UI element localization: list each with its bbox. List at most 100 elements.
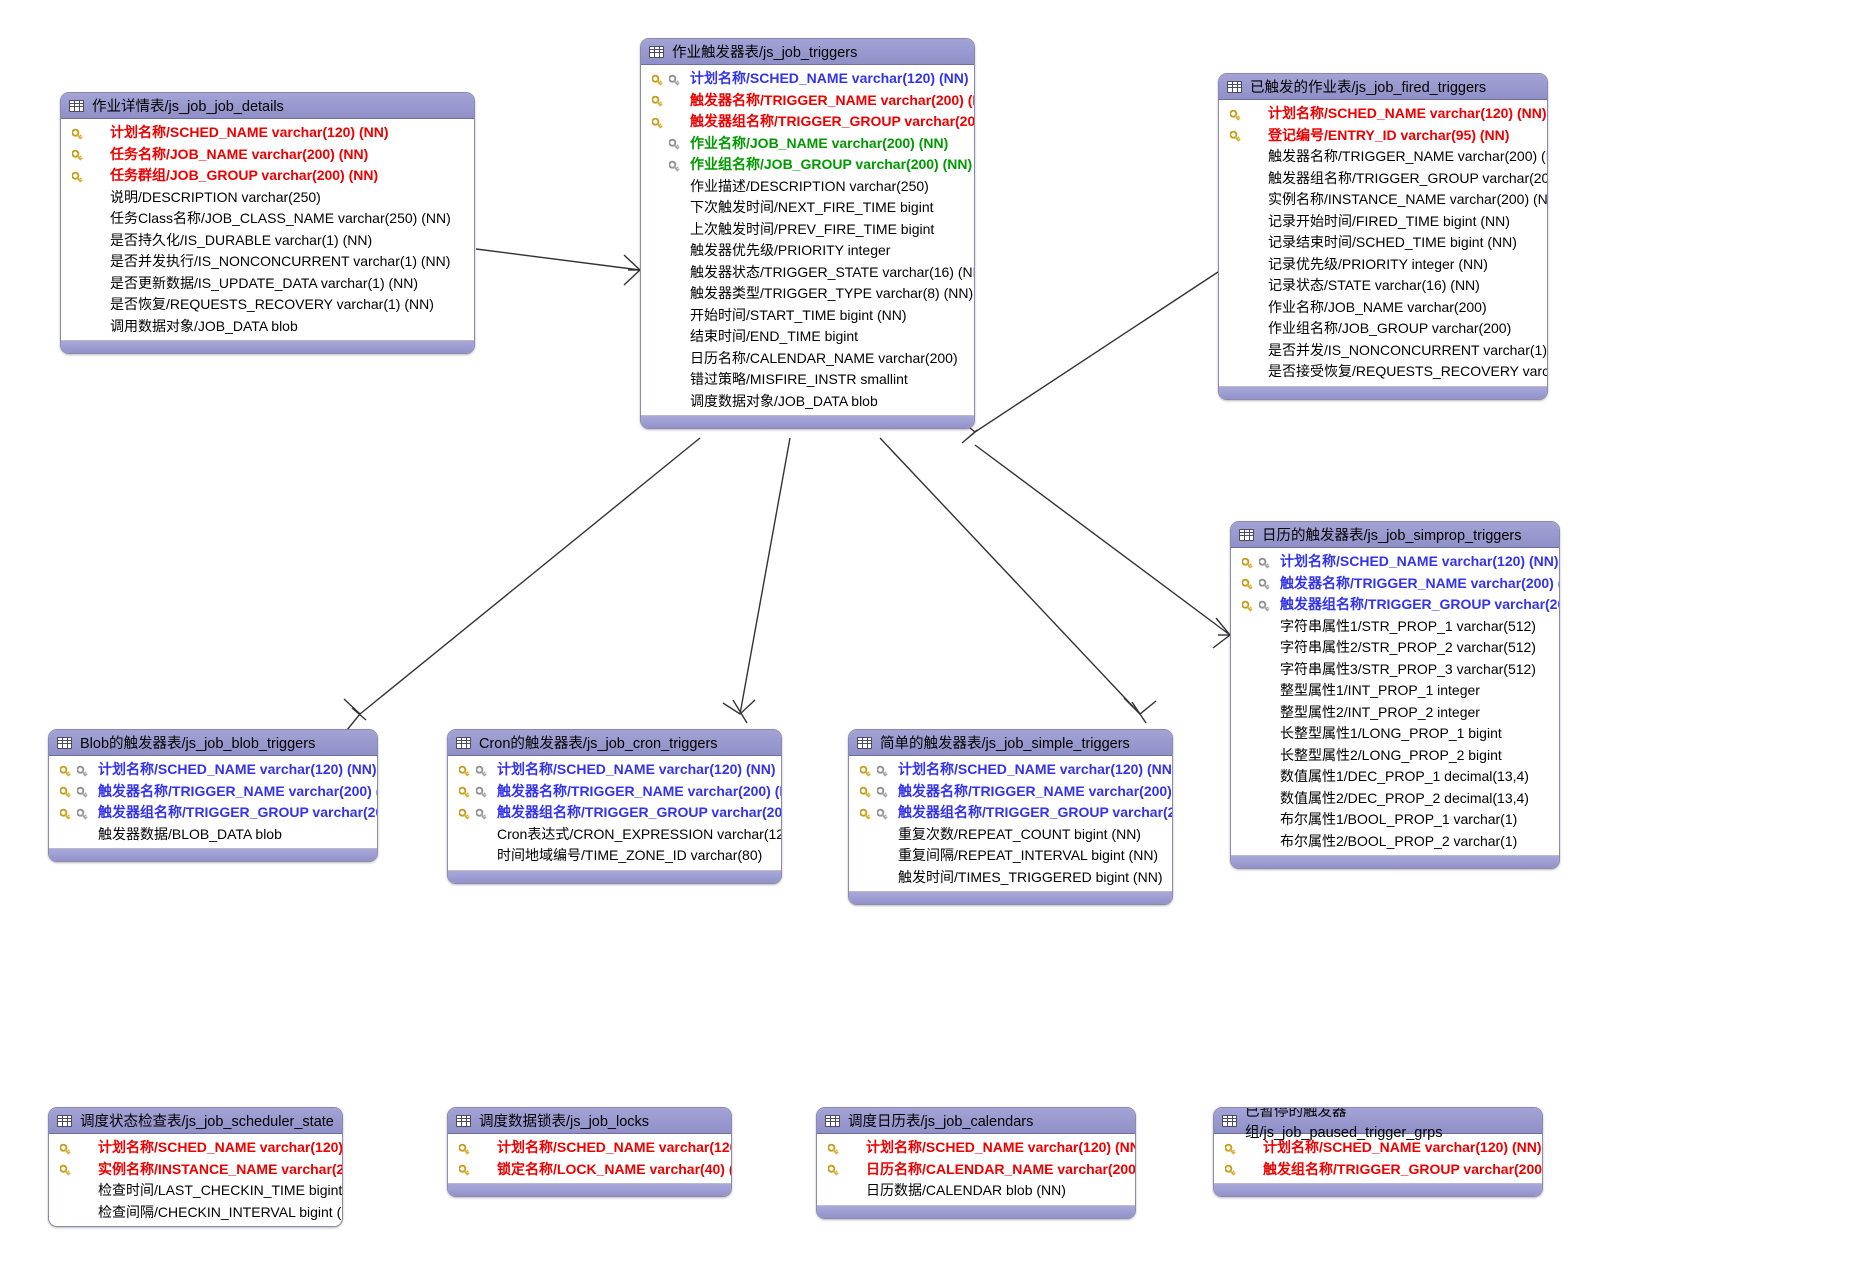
attribute-row[interactable]: 数值属性1/DEC_PROP_1 decimal(13,4)	[1231, 766, 1559, 788]
attribute-row[interactable]: 计划名称/SCHED_NAME varchar(120) (NN)	[448, 1137, 731, 1159]
attribute-row[interactable]: 触发器名称/TRIGGER_NAME varchar(200) (NN)	[448, 781, 781, 803]
attribute-row[interactable]: 长整型属性2/LONG_PROP_2 bigint	[1231, 745, 1559, 767]
attribute-row[interactable]: 作业名称/JOB_NAME varchar(200)	[1219, 297, 1547, 319]
attribute-row[interactable]: 日历名称/CALENDAR_NAME varchar(200)	[641, 348, 974, 370]
attribute-row[interactable]: 是否接受恢复/REQUESTS_RECOVERY varchar(1)	[1219, 361, 1547, 383]
attribute-row[interactable]: 检查时间/LAST_CHECKIN_TIME bigint (NN)	[49, 1180, 342, 1202]
attribute-row[interactable]: 是否并发/IS_NONCONCURRENT varchar(1)	[1219, 340, 1547, 362]
attribute-row[interactable]: 锁定名称/LOCK_NAME varchar(40) (NN)	[448, 1159, 731, 1181]
attribute-row[interactable]: 布尔属性2/BOOL_PROP_2 varchar(1)	[1231, 831, 1559, 853]
attribute-row[interactable]: 作业组名称/JOB_GROUP varchar(200) (NN)	[641, 154, 974, 176]
entity-header-job_fired_triggers[interactable]: 已触发的作业表/js_job_fired_triggers	[1219, 74, 1547, 100]
attribute-row[interactable]: 计划名称/SCHED_NAME varchar(120) (NN)	[1219, 103, 1547, 125]
attribute-row[interactable]: 整型属性1/INT_PROP_1 integer	[1231, 680, 1559, 702]
attribute-row[interactable]: 触发器组名称/TRIGGER_GROUP varchar(200) (NN)	[641, 111, 974, 133]
attribute-row[interactable]: 触发组名称/TRIGGER_GROUP varchar(200) (NN)	[1214, 1159, 1542, 1181]
attribute-row[interactable]: 作业名称/JOB_NAME varchar(200) (NN)	[641, 133, 974, 155]
attribute-row[interactable]: 日历数据/CALENDAR blob (NN)	[817, 1180, 1135, 1202]
attribute-row[interactable]: 字符串属性2/STR_PROP_2 varchar(512)	[1231, 637, 1559, 659]
attribute-row[interactable]: 计划名称/SCHED_NAME varchar(120) (NN)	[817, 1137, 1135, 1159]
attribute-row[interactable]: Cron表达式/CRON_EXPRESSION varchar(120) (NN…	[448, 824, 781, 846]
entity-job_calendars[interactable]: 调度日历表/js_job_calendars 计划名称/SCHED_NAME va…	[816, 1107, 1136, 1219]
entity-job_simprop_triggers[interactable]: 日历的触发器表/js_job_simprop_triggers 计划名称/SCHE…	[1230, 521, 1560, 869]
attribute-row[interactable]: 触发器组名称/TRIGGER_GROUP varchar(200) (NN)	[849, 802, 1172, 824]
attribute-row[interactable]: 开始时间/START_TIME bigint (NN)	[641, 305, 974, 327]
attribute-row[interactable]: 布尔属性1/BOOL_PROP_1 varchar(1)	[1231, 809, 1559, 831]
attribute-row[interactable]: 是否并发执行/IS_NONCONCURRENT varchar(1) (NN)	[61, 251, 474, 273]
attribute-row[interactable]: 记录结束时间/SCHED_TIME bigint (NN)	[1219, 232, 1547, 254]
attribute-row[interactable]: 错过策略/MISFIRE_INSTR smallint	[641, 369, 974, 391]
attribute-row[interactable]: 触发器优先级/PRIORITY integer	[641, 240, 974, 262]
entity-header-job_scheduler_state[interactable]: 调度状态检查表/js_job_scheduler_state	[49, 1108, 342, 1134]
attribute-row[interactable]: 触发时间/TIMES_TRIGGERED bigint (NN)	[849, 867, 1172, 889]
entity-job_cron_triggers[interactable]: Cron的触发器表/js_job_cron_triggers 计划名称/SCHED…	[447, 729, 782, 884]
attribute-row[interactable]: 计划名称/SCHED_NAME varchar(120) (NN)	[61, 122, 474, 144]
attribute-row[interactable]: 计划名称/SCHED_NAME varchar(120) (NN)	[49, 1137, 342, 1159]
entity-header-job_calendars[interactable]: 调度日历表/js_job_calendars	[817, 1108, 1135, 1134]
attribute-row[interactable]: 触发器组名称/TRIGGER_GROUP varchar(200) (NN)	[1231, 594, 1559, 616]
attribute-row[interactable]: 触发器类型/TRIGGER_TYPE varchar(8) (NN)	[641, 283, 974, 305]
attribute-row[interactable]: 日历名称/CALENDAR_NAME varchar(200) (NN)	[817, 1159, 1135, 1181]
entity-job_triggers[interactable]: 作业触发器表/js_job_triggers 计划名称/SCHED_NAME va…	[640, 38, 975, 429]
attribute-row[interactable]: 计划名称/SCHED_NAME varchar(120) (NN)	[641, 68, 974, 90]
attribute-row[interactable]: 记录优先级/PRIORITY integer (NN)	[1219, 254, 1547, 276]
attribute-row[interactable]: 记录开始时间/FIRED_TIME bigint (NN)	[1219, 211, 1547, 233]
entity-header-job_triggers[interactable]: 作业触发器表/js_job_triggers	[641, 39, 974, 65]
attribute-row[interactable]: 触发器组名称/TRIGGER_GROUP varchar(200) (NN)	[1219, 168, 1547, 190]
attribute-row[interactable]: 字符串属性1/STR_PROP_1 varchar(512)	[1231, 616, 1559, 638]
attribute-row[interactable]: 触发器名称/TRIGGER_NAME varchar(200) (NN)	[849, 781, 1172, 803]
attribute-row[interactable]: 触发器名称/TRIGGER_NAME varchar(200) (NN)	[49, 781, 377, 803]
entity-header-job_locks[interactable]: 调度数据锁表/js_job_locks	[448, 1108, 731, 1134]
attribute-row[interactable]: 检查间隔/CHECKIN_INTERVAL bigint (NN)	[49, 1202, 342, 1224]
attribute-row[interactable]: 数值属性2/DEC_PROP_2 decimal(13,4)	[1231, 788, 1559, 810]
attribute-row[interactable]: 作业描述/DESCRIPTION varchar(250)	[641, 176, 974, 198]
attribute-row[interactable]: 计划名称/SCHED_NAME varchar(120) (NN)	[849, 759, 1172, 781]
attribute-row[interactable]: 触发器名称/TRIGGER_NAME varchar(200) (NN)	[1219, 146, 1547, 168]
entity-job_locks[interactable]: 调度数据锁表/js_job_locks 计划名称/SCHED_NAME varch…	[447, 1107, 732, 1197]
attribute-row[interactable]: 触发器组名称/TRIGGER_GROUP varchar(200) (NN)	[49, 802, 377, 824]
entity-header-job_blob_triggers[interactable]: Blob的触发器表/js_job_blob_triggers	[49, 730, 377, 756]
attribute-row[interactable]: 是否更新数据/IS_UPDATE_DATA varchar(1) (NN)	[61, 273, 474, 295]
attribute-row[interactable]: 触发器状态/TRIGGER_STATE varchar(16) (NN)	[641, 262, 974, 284]
attribute-row[interactable]: 计划名称/SCHED_NAME varchar(120) (NN)	[1231, 551, 1559, 573]
attribute-row[interactable]: 调度数据对象/JOB_DATA blob	[641, 391, 974, 413]
attribute-row[interactable]: 计划名称/SCHED_NAME varchar(120) (NN)	[49, 759, 377, 781]
attribute-row[interactable]: 实例名称/INSTANCE_NAME varchar(200) (NN)	[1219, 189, 1547, 211]
entity-header-job_paused_trigger_grps[interactable]: 已暂停的触发器组/js_job_paused_trigger_grps	[1214, 1108, 1542, 1141]
entity-job_blob_triggers[interactable]: Blob的触发器表/js_job_blob_triggers 计划名称/SCHED…	[48, 729, 378, 862]
attribute-row[interactable]: 记录状态/STATE varchar(16) (NN)	[1219, 275, 1547, 297]
attribute-row[interactable]: 触发器名称/TRIGGER_NAME varchar(200) (NN)	[641, 90, 974, 112]
attribute-row[interactable]: 计划名称/SCHED_NAME varchar(120) (NN)	[1214, 1137, 1542, 1159]
entity-header-job_cron_triggers[interactable]: Cron的触发器表/js_job_cron_triggers	[448, 730, 781, 756]
attribute-row[interactable]: 作业组名称/JOB_GROUP varchar(200)	[1219, 318, 1547, 340]
attribute-row[interactable]: 计划名称/SCHED_NAME varchar(120) (NN)	[448, 759, 781, 781]
attribute-row[interactable]: 重复次数/REPEAT_COUNT bigint (NN)	[849, 824, 1172, 846]
attribute-row[interactable]: 说明/DESCRIPTION varchar(250)	[61, 187, 474, 209]
attribute-row[interactable]: 字符串属性3/STR_PROP_3 varchar(512)	[1231, 659, 1559, 681]
entity-job_simple_triggers[interactable]: 简单的触发器表/js_job_simple_triggers 计划名称/SCHED…	[848, 729, 1173, 905]
attribute-row[interactable]: 下次触发时间/NEXT_FIRE_TIME bigint	[641, 197, 974, 219]
entity-header-job_simprop_triggers[interactable]: 日历的触发器表/js_job_simprop_triggers	[1231, 522, 1559, 548]
attribute-row[interactable]: 实例名称/INSTANCE_NAME varchar(200) (NN)	[49, 1159, 342, 1181]
entity-header-job_job_details[interactable]: 作业详情表/js_job_job_details	[61, 93, 474, 119]
attribute-row[interactable]: 结束时间/END_TIME bigint	[641, 326, 974, 348]
entity-job_job_details[interactable]: 作业详情表/js_job_job_details 计划名称/SCHED_NAME …	[60, 92, 475, 354]
entity-header-job_simple_triggers[interactable]: 简单的触发器表/js_job_simple_triggers	[849, 730, 1172, 756]
attribute-row[interactable]: 整型属性2/INT_PROP_2 integer	[1231, 702, 1559, 724]
attribute-row[interactable]: 是否恢复/REQUESTS_RECOVERY varchar(1) (NN)	[61, 294, 474, 316]
attribute-row[interactable]: 触发器组名称/TRIGGER_GROUP varchar(200) (NN)	[448, 802, 781, 824]
attribute-row[interactable]: 调用数据对象/JOB_DATA blob	[61, 316, 474, 338]
attribute-row[interactable]: 上次触发时间/PREV_FIRE_TIME bigint	[641, 219, 974, 241]
attribute-row[interactable]: 任务Class名称/JOB_CLASS_NAME varchar(250) (N…	[61, 208, 474, 230]
attribute-row[interactable]: 登记编号/ENTRY_ID varchar(95) (NN)	[1219, 125, 1547, 147]
entity-job_scheduler_state[interactable]: 调度状态检查表/js_job_scheduler_state 计划名称/SCHED…	[48, 1107, 343, 1227]
attribute-row[interactable]: 触发器数据/BLOB_DATA blob	[49, 824, 377, 846]
attribute-row[interactable]: 时间地域编号/TIME_ZONE_ID varchar(80)	[448, 845, 781, 867]
attribute-row[interactable]: 重复间隔/REPEAT_INTERVAL bigint (NN)	[849, 845, 1172, 867]
attribute-row[interactable]: 是否持久化/IS_DURABLE varchar(1) (NN)	[61, 230, 474, 252]
attribute-row[interactable]: 任务群组/JOB_GROUP varchar(200) (NN)	[61, 165, 474, 187]
entity-job_fired_triggers[interactable]: 已触发的作业表/js_job_fired_triggers 计划名称/SCHED_…	[1218, 73, 1548, 400]
attribute-row[interactable]: 任务名称/JOB_NAME varchar(200) (NN)	[61, 144, 474, 166]
attribute-row[interactable]: 触发器名称/TRIGGER_NAME varchar(200) (NN)	[1231, 573, 1559, 595]
